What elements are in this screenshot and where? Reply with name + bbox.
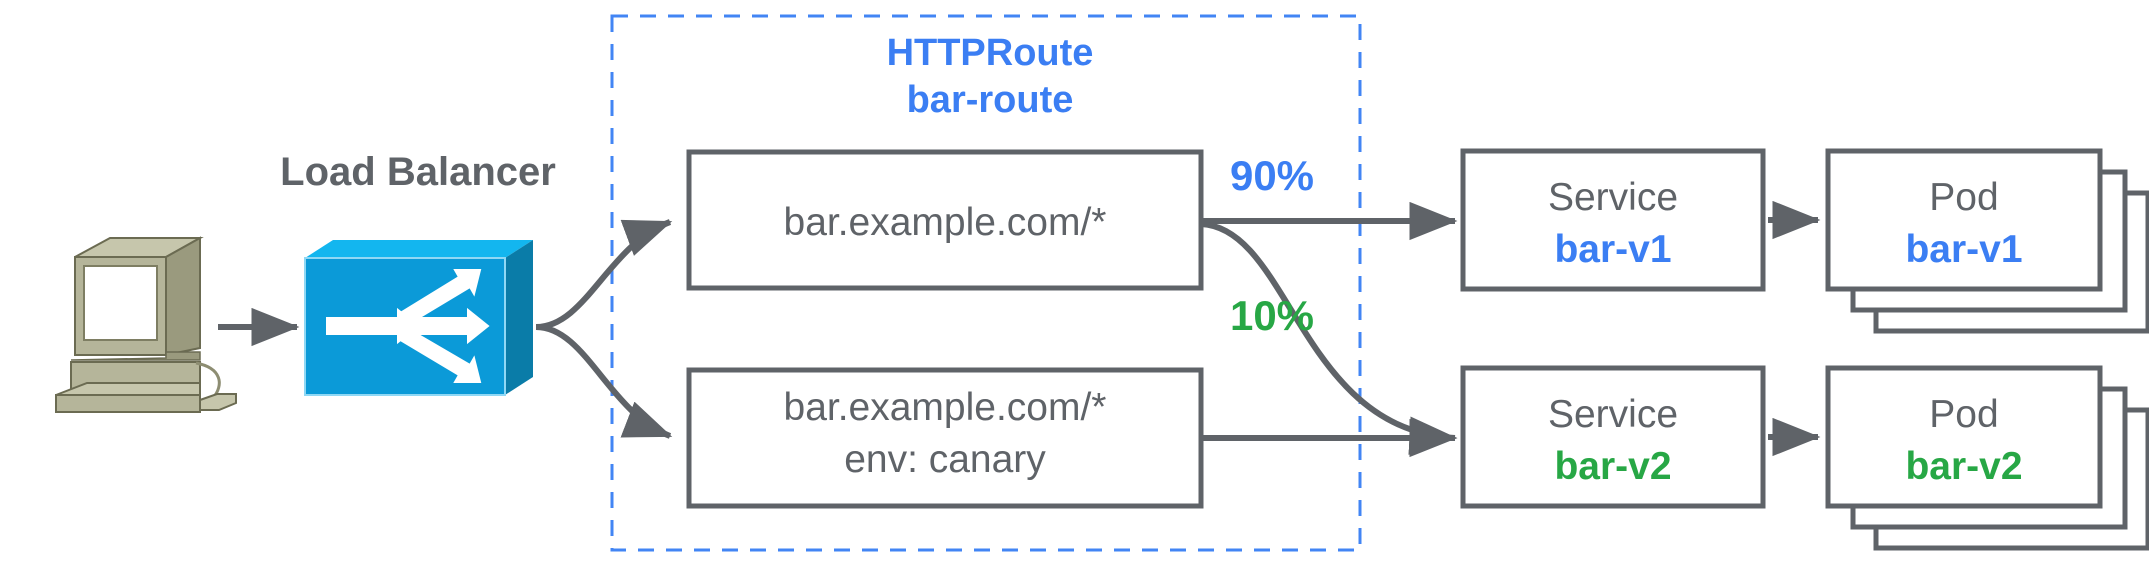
desktop-computer-icon bbox=[55, 236, 237, 413]
service-bar-v1-name: bar-v1 bbox=[1554, 228, 1671, 271]
rule-primary-line-1: bar.example.com/* bbox=[784, 201, 1107, 244]
pod-box-bar-v2-replica-1[interactable] bbox=[1825, 365, 2103, 509]
pod-bar-v1-name: bar-v1 bbox=[1905, 228, 2022, 271]
pod-bar-v2-name: bar-v2 bbox=[1905, 445, 2022, 488]
service-bar-v1-kind: Service bbox=[1548, 176, 1678, 219]
pod-bar-v2-kind: Pod bbox=[1929, 393, 1998, 436]
weight-label-90: 90% bbox=[1230, 152, 1314, 199]
arrow-lb-to-rule-primary bbox=[535, 219, 673, 330]
httproute-dashed-container bbox=[610, 14, 1362, 552]
arrow-rule-primary-to-service-v2 bbox=[1200, 221, 1458, 455]
weight-label-10: 10% bbox=[1230, 292, 1314, 339]
arrow-lb-to-rule-canary bbox=[535, 324, 673, 439]
rule-box-primary[interactable] bbox=[686, 149, 1204, 291]
rule-box-canary[interactable] bbox=[686, 367, 1204, 509]
service-bar-v2-name: bar-v2 bbox=[1554, 445, 1671, 488]
service-box-bar-v2[interactable] bbox=[1460, 365, 1766, 509]
httproute-kind-label: HTTPRoute bbox=[887, 32, 1094, 74]
httproute-name-label: bar-route bbox=[907, 79, 1074, 121]
rule-canary-line-1: bar.example.com/* bbox=[784, 386, 1107, 429]
pod-stack-bar-v2 bbox=[1825, 365, 2149, 551]
service-box-bar-v1[interactable] bbox=[1460, 148, 1766, 292]
load-balancer-label: Load Balancer bbox=[280, 150, 556, 194]
service-bar-v2-kind: Service bbox=[1548, 393, 1678, 436]
pod-box-bar-v1-replica-1[interactable] bbox=[1825, 148, 2103, 292]
pod-bar-v1-kind: Pod bbox=[1929, 176, 1998, 219]
pod-stack-bar-v1 bbox=[1825, 148, 2149, 334]
rule-canary-line-2: env: canary bbox=[844, 438, 1046, 481]
load-balancer-cube-icon bbox=[304, 240, 533, 396]
